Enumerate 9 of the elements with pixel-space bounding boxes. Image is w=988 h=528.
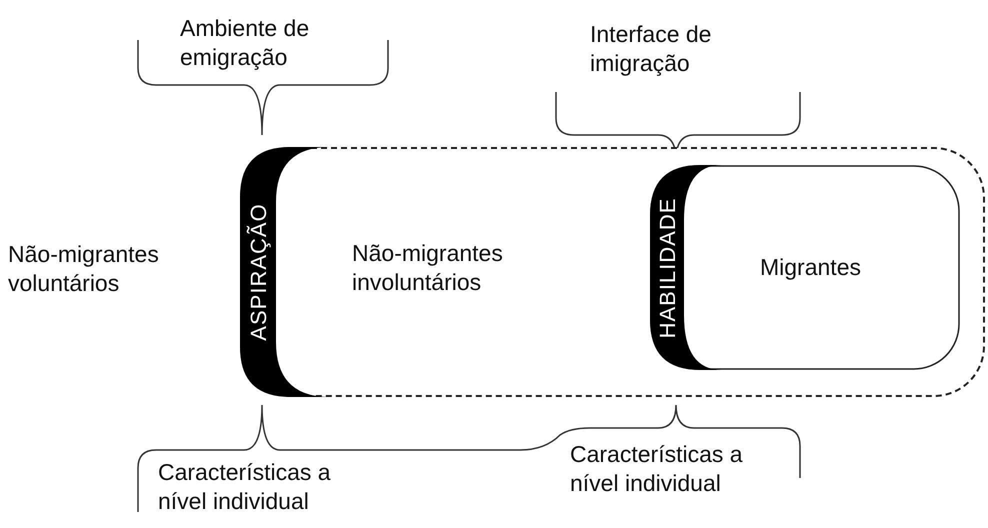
annotation-text: Características a nível individual	[570, 440, 744, 498]
band-label: HABILIDADE	[655, 197, 681, 338]
node-label: Migrantes	[760, 252, 861, 282]
annotation-text: Ambiente de emigração	[180, 14, 310, 72]
annotation-text: Não-migrantes voluntários	[8, 240, 160, 298]
band-label: ASPIRAÇÃO	[246, 203, 272, 341]
annotation-text: Interface de imigração	[590, 20, 712, 78]
annotation-text: Características a nível individual	[158, 458, 332, 516]
node-label: Não-migrantes involuntários	[352, 239, 504, 297]
